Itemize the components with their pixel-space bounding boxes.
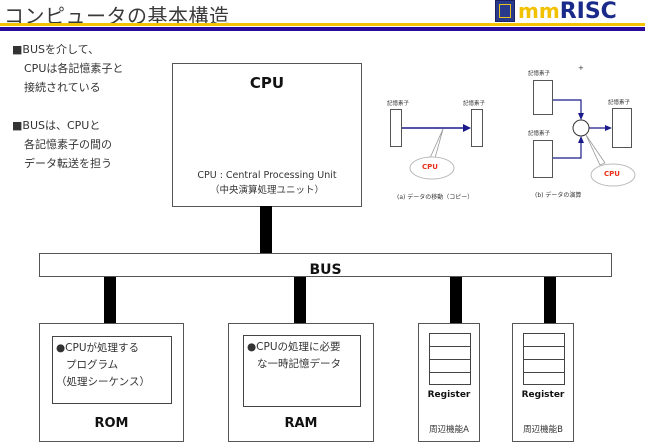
- diagram-a-dst-memory: [471, 109, 483, 147]
- rom-desc-line: プログラム: [66, 359, 119, 371]
- bus-block: BUS: [39, 253, 612, 278]
- bullet-text: BUSを介して、: [22, 43, 100, 56]
- diagram-a-src-label: 記憶素子: [387, 101, 410, 107]
- bullet-text: CPUは各記憶素子と: [24, 62, 124, 75]
- cpu-subtitle: CPU : Central Processing Unit （中央演算処理ユニッ…: [173, 168, 361, 198]
- bullet-square-icon: ■: [12, 43, 23, 56]
- ram-desc-line: な一時記憶データ: [257, 358, 341, 370]
- diagram-b-input2-arrow: [553, 142, 582, 159]
- ram-block: ●CPUの処理に必要 な一時記憶データ RAM: [228, 323, 374, 442]
- diagram-a-cpu-label: CPU: [422, 163, 438, 171]
- register-label: Register: [427, 390, 471, 400]
- bullet-item: ■BUSは、CPUと 各記憶素子の間の データ転送を担う: [12, 116, 123, 173]
- peripheral-a-block: Register 周辺機能A: [418, 323, 480, 442]
- ram-description: ●CPUの処理に必要 な一時記憶データ: [243, 335, 361, 407]
- cpu-subtitle-en: CPU : Central Processing Unit: [197, 170, 337, 181]
- ram-label: RAM: [284, 416, 318, 431]
- diagram-a-callout-pointer: [429, 128, 444, 159]
- bus-label: BUS: [309, 262, 342, 278]
- title-rule-yellow: [0, 23, 645, 26]
- rom-label: ROM: [94, 416, 129, 431]
- diagram-a-dst-label: 記憶素子: [463, 101, 486, 107]
- cpu-bus-connector: [260, 206, 272, 254]
- logo-mm-text: mm: [518, 0, 560, 23]
- cpu-title: CPU: [249, 74, 285, 92]
- diagram-b-arrows: [553, 99, 636, 187]
- mmrisc-logo: mm RISC: [495, 0, 617, 24]
- diagram-b-src2-label: 記憶素子: [528, 131, 551, 137]
- logo-emblem-icon: [495, 0, 515, 22]
- logo-risc-text: RISC: [559, 0, 617, 24]
- bullet-text: データ転送を担う: [24, 157, 112, 170]
- arrowhead-icon: [605, 125, 612, 131]
- diagram-b-input1-arrow: [553, 99, 582, 114]
- rom-description: ●CPUが処理する プログラム （処理シーケンス）: [52, 336, 172, 404]
- rom-block: ●CPUが処理する プログラム （処理シーケンス） ROM: [39, 323, 184, 442]
- ram-bus-connector: [294, 276, 306, 324]
- ram-desc-line: ●CPUの処理に必要: [247, 341, 341, 353]
- peripheral-b-block: Register 周辺機能B: [512, 323, 574, 442]
- arrowhead-icon: [578, 136, 584, 143]
- bullet-item: ■BUSを介して、 CPUは各記憶素子と 接続されている: [12, 40, 123, 97]
- cpu-block: CPU CPU : Central Processing Unit （中央演算処…: [172, 63, 362, 207]
- cpu-subtitle-ja: （中央演算処理ユニット）: [209, 185, 324, 196]
- arrowhead-icon: [578, 113, 584, 120]
- title-rule-blue: [0, 27, 645, 31]
- diagram-b-dst-memory: [612, 108, 632, 148]
- arrowhead-icon: [463, 124, 471, 132]
- bullet-text: 接続されている: [24, 81, 101, 94]
- adder-circle-icon: [572, 119, 590, 137]
- diagram-b-cpu-label: CPU: [604, 170, 620, 178]
- rom-desc-line: （処理シーケンス）: [56, 376, 150, 388]
- diagram-a-caption: (a) データの移動（コピー）: [397, 194, 474, 201]
- diagram-b-callout-pointer: [585, 134, 606, 166]
- diagram-b-src2-memory: [533, 140, 553, 178]
- rom-desc-line: ●CPUが処理する: [56, 342, 140, 354]
- periph-a-bus-connector: [450, 276, 462, 324]
- bullet-square-icon: ■: [12, 119, 23, 132]
- bullet-text: 各記憶素子の間の: [24, 138, 112, 151]
- diagram-b-caption: (b) データの演算: [535, 192, 582, 199]
- rom-bus-connector: [104, 276, 116, 324]
- peripheral-name: 周辺機能A: [429, 425, 469, 435]
- bullet-list: ■BUSを介して、 CPUは各記憶素子と 接続されている ■BUSは、CPUと …: [12, 40, 123, 192]
- diagram-b-dst-label: 記憶素子: [608, 100, 631, 106]
- periph-b-bus-connector: [544, 276, 556, 324]
- diagram-a-cpu-callout: [409, 156, 455, 180]
- register-stack-icon: [429, 333, 471, 385]
- bullet-text: BUSは、CPUと: [22, 119, 101, 132]
- adder-symbol: +: [578, 64, 584, 72]
- diagram-b-src1-memory: [533, 80, 553, 115]
- diagram-a-arrows: [402, 124, 471, 180]
- register-label: Register: [521, 390, 565, 400]
- register-stack-icon: [523, 333, 565, 385]
- diagram-b-src1-label: 記憶素子: [528, 71, 551, 77]
- diagram-b-cpu-callout: [590, 163, 636, 187]
- peripheral-name: 周辺機能B: [523, 425, 563, 435]
- diagram-a-src-memory: [390, 109, 402, 147]
